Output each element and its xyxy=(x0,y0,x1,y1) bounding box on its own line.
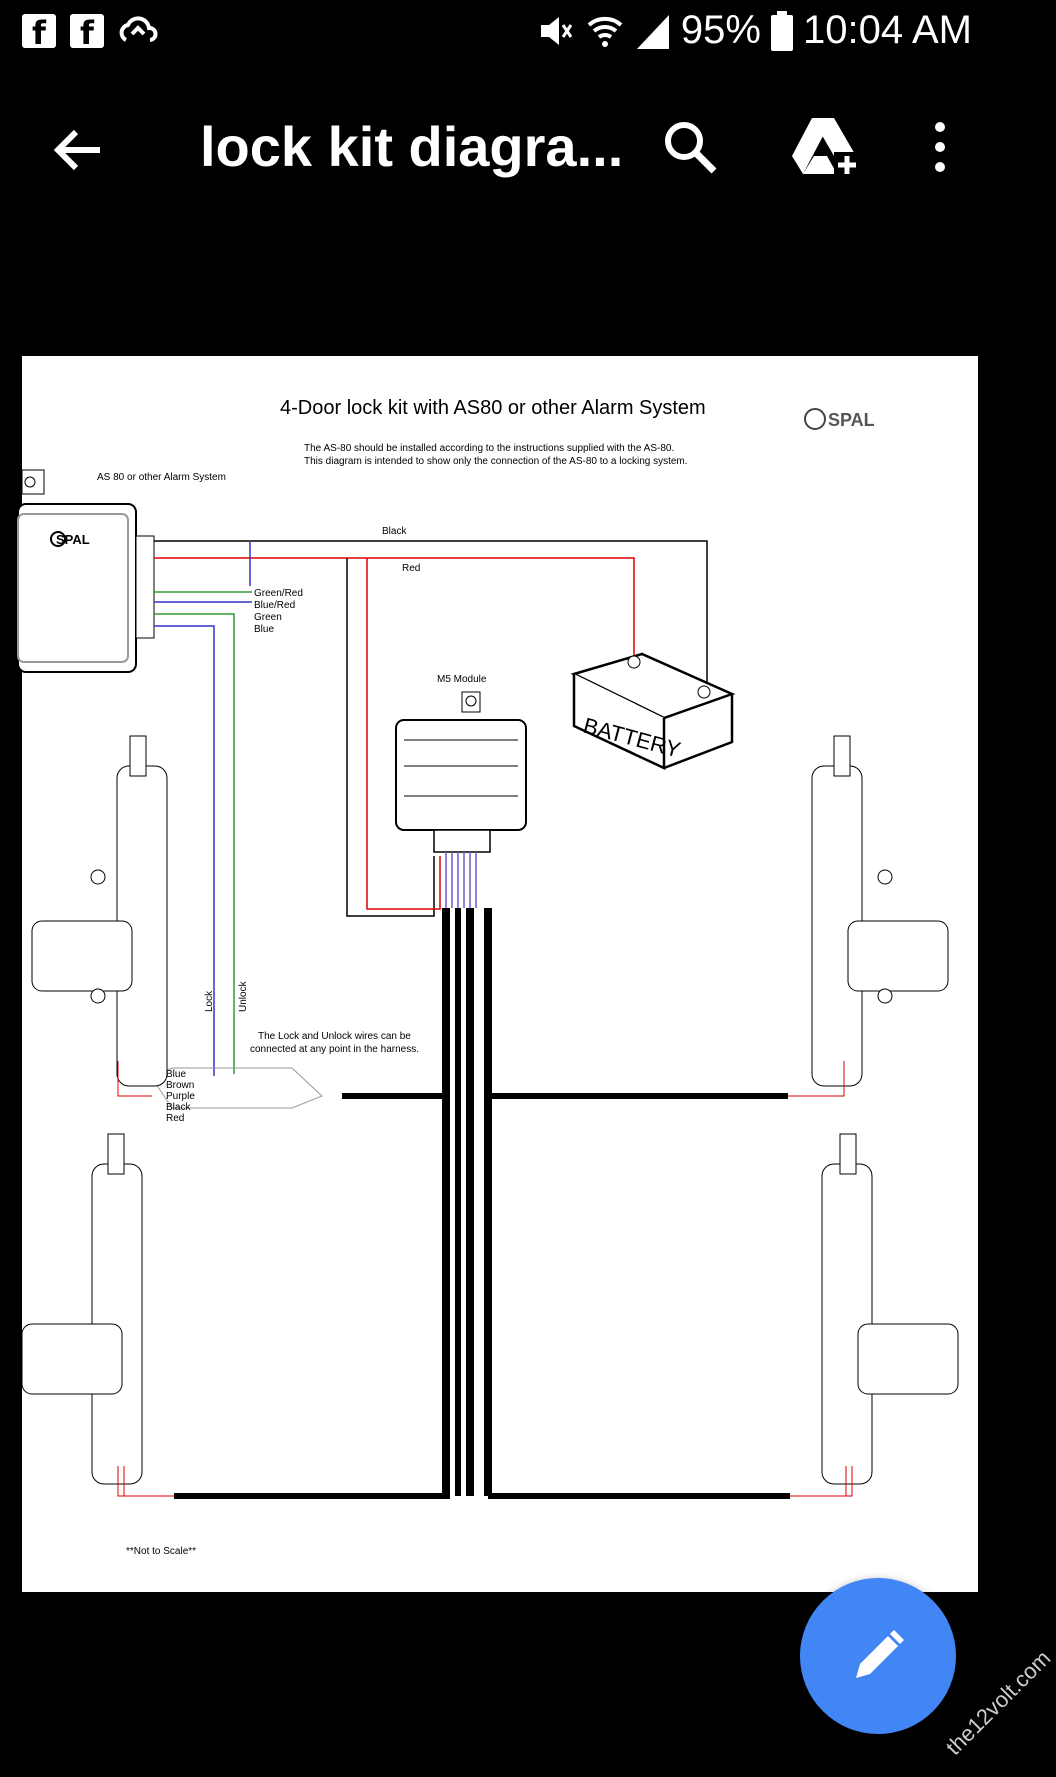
actuator-rear-left xyxy=(21,1133,143,1485)
module-label: M5 Module xyxy=(437,674,487,685)
harness-note-2: connected at any point in the harness. xyxy=(250,1044,419,1055)
wire-label-red: Red xyxy=(402,563,420,574)
note-line-2: This diagram is intended to show only th… xyxy=(304,456,688,467)
harness-wire-brown: Brown xyxy=(166,1080,194,1091)
edit-button[interactable] xyxy=(800,1578,956,1734)
battery: BATTERY xyxy=(570,652,736,770)
wifi-icon xyxy=(587,16,623,47)
lock-label: Lock xyxy=(204,990,215,1012)
wire-label-black: Black xyxy=(382,526,407,537)
wire-label-green-red: Green/Red xyxy=(254,588,303,599)
more-options-icon[interactable] xyxy=(920,117,960,177)
pencil-icon xyxy=(856,1630,904,1678)
clock: 10:04 AM xyxy=(802,8,972,52)
harness-note-1: The Lock and Unlock wires can be xyxy=(258,1031,411,1042)
unlock-label: Unlock xyxy=(238,980,249,1012)
wiring-diagram: 4-Door lock kit with AS80 or other Alarm… xyxy=(17,397,959,1557)
harness-wire-purple: Purple xyxy=(166,1091,195,1102)
battery-percent: 95% xyxy=(680,8,761,52)
svg-text:SPAL: SPAL xyxy=(828,410,875,430)
scale-note: **Not to Scale** xyxy=(126,1546,196,1557)
spal-logo: SPAL xyxy=(804,408,875,430)
back-arrow-icon[interactable] xyxy=(48,120,108,180)
harness-wire-blue: Blue xyxy=(166,1069,186,1080)
harness-wire-red: Red xyxy=(166,1113,184,1124)
signal-icon xyxy=(636,14,669,49)
mute-icon xyxy=(540,16,573,45)
actuator-front-left xyxy=(31,735,168,1087)
watermark: the12volt.com xyxy=(940,1645,1056,1760)
harness-wire-black: Black xyxy=(166,1102,191,1113)
add-to-drive-icon[interactable] xyxy=(790,112,860,182)
diagram-title: 4-Door lock kit with AS80 or other Alarm… xyxy=(280,397,706,419)
actuator-rear-right xyxy=(821,1133,959,1485)
search-icon[interactable] xyxy=(660,117,720,177)
alarm-label: AS 80 or other Alarm System xyxy=(97,472,226,483)
facebook-icon: f xyxy=(70,14,104,52)
document-image[interactable]: 4-Door lock kit with AS80 or other Alarm… xyxy=(17,356,978,1592)
app-bar: lock kit diagra... xyxy=(0,72,1000,222)
wire-label-blue-red: Blue/Red xyxy=(254,600,295,611)
wire-label-green: Green xyxy=(254,612,282,623)
battery-icon xyxy=(770,10,793,51)
status-bar: f f 95% 10:04 AM xyxy=(0,0,1000,72)
wire-label-blue: Blue xyxy=(254,624,274,635)
alarm-unit: SPAL xyxy=(17,469,155,673)
page-title: lock kit diagra... xyxy=(200,115,624,178)
note-line-1: The AS-80 should be installed according … xyxy=(304,443,674,454)
m5-module xyxy=(395,691,527,853)
cloud-sync-icon xyxy=(119,16,158,42)
facebook-icon: f xyxy=(22,14,56,52)
actuator-front-right xyxy=(811,735,949,1087)
